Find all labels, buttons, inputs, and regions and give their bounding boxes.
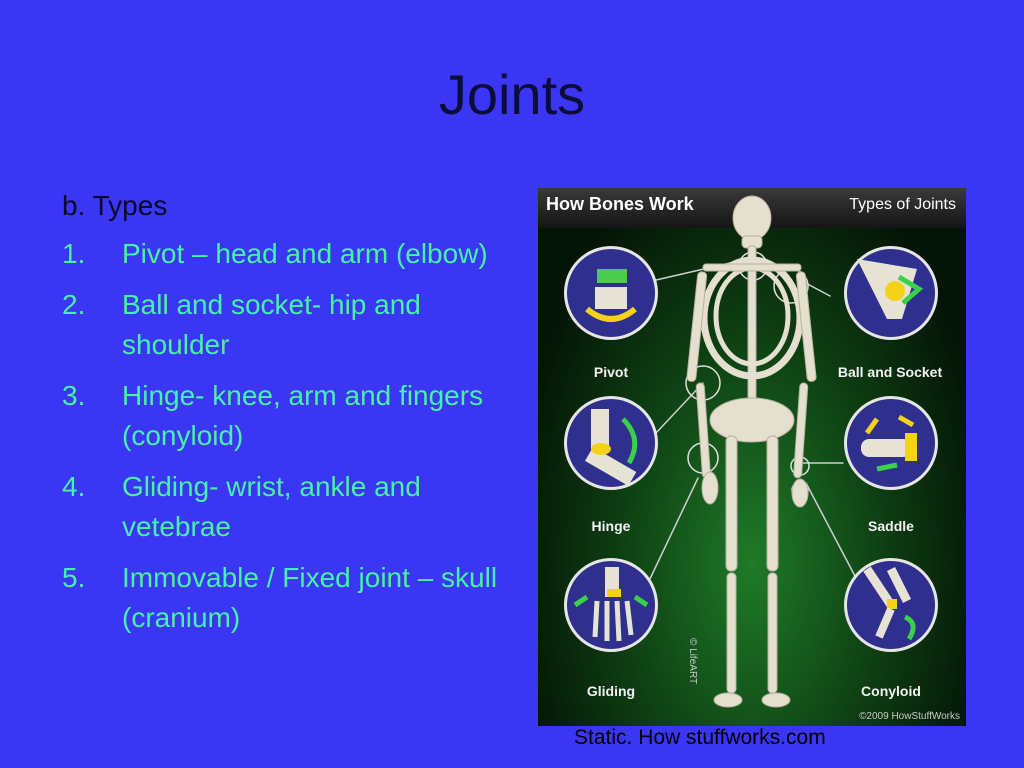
list-number: 3. [62,380,86,411]
list-item: 2. Ball and socket- hip and shoulder [62,285,502,365]
list-number: 2. [62,289,86,320]
figure-header-title: How Bones Work [546,194,694,214]
ball-socket-label: Ball and Socket [837,364,943,380]
list-number: 5. [62,562,86,593]
hinge-label: Hinge [591,518,631,534]
lifeart-copyright: © LifeART [687,638,698,685]
list-item: 3. Hinge- knee, arm and fingers (conyloid… [62,376,502,456]
conyloid-label: Conyloid [861,683,921,699]
body-text: b. Types 1. Pivot – head and arm (elbow) … [62,186,502,649]
list-text: Hinge- knee, arm and fingers (conyloid) [122,380,484,451]
saddle-label: Saddle [868,518,914,534]
list-text: Pivot – head and arm (elbow) [122,238,488,269]
joints-illustration: How Bones Work Types of Joints [538,188,966,726]
figure-header-subtitle: Types of Joints [849,196,956,213]
list-item: 1. Pivot – head and arm (elbow) [62,234,502,274]
list-text: Ball and socket- hip and shoulder [122,289,421,360]
ball-socket-joint-icon [844,246,938,340]
list-text: Immovable / Fixed joint – skull (cranium… [122,562,498,633]
gliding-joint-icon [564,558,658,652]
gliding-label: Gliding [586,683,636,699]
joint-types-list: 1. Pivot – head and arm (elbow) 2. Ball an… [62,234,502,638]
slide-title: Joints [438,63,586,126]
types-heading: b. Types [62,190,168,221]
list-text: Gliding- wrist, ankle and vetebrae [122,471,421,542]
pivot-joint-icon [564,246,658,340]
list-number: 1. [62,238,86,269]
saddle-joint-icon [844,396,938,490]
list-item: 5. Immovable / Fixed joint – skull (crani… [62,558,502,638]
hinge-joint-icon [564,396,658,490]
skeleton-icon [647,195,857,708]
image-caption: Static. How stuffworks.com [574,726,826,749]
howstuffworks-copyright: ©2009 HowStuffWorks [859,711,960,722]
list-number: 4. [62,471,86,502]
conyloid-joint-icon [844,558,938,652]
pivot-label: Pivot [593,364,629,380]
list-item: 4. Gliding- wrist, ankle and vetebrae [62,467,502,547]
